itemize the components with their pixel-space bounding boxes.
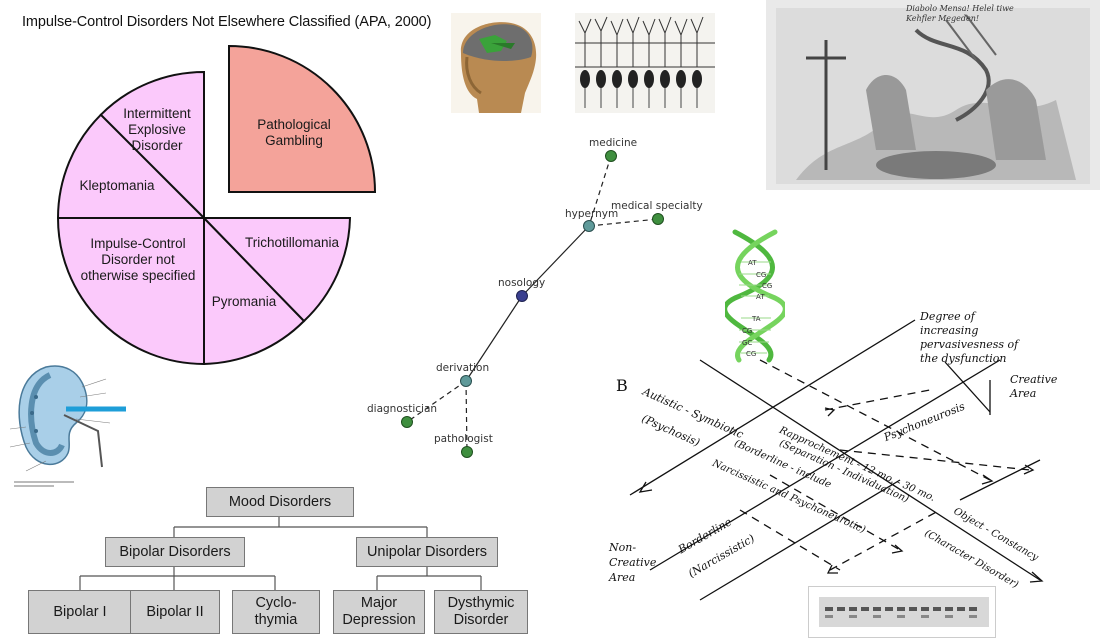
- pie-slice-pathological-gambling: [228, 44, 377, 193]
- gel-electrophoresis-image: [808, 586, 996, 638]
- non-creative-area-label: Non-Creative Area: [609, 541, 657, 584]
- pie-label-trichotillomania: Trichotillomania: [244, 235, 340, 250]
- tree-node-major-depression: Major Depression: [333, 590, 425, 634]
- dna-pair-8: CG: [746, 350, 756, 358]
- label-nosology: nosology: [498, 277, 546, 289]
- tree-node-mood-disorders: Mood Disorders: [206, 487, 354, 517]
- dna-pair-2: CG: [756, 271, 766, 279]
- label-medical-specialty: medical specialty: [611, 200, 703, 212]
- historical-cartoon-image: Diabolo Mensa! Helel tiwe Kehfler Megede…: [766, 0, 1100, 190]
- node-nosology: [516, 290, 528, 302]
- node-medical-specialty: [652, 213, 664, 225]
- tree-node-bipolar-disorders: Bipolar Disorders: [105, 537, 245, 567]
- pie-slice-impulse-control-nos: [56, 217, 205, 366]
- pie-chart-title: Impulse-Control Disorders Not Elsewhere …: [22, 14, 432, 30]
- degree-label: Degree of increasing pervasivesness of t…: [920, 310, 1019, 365]
- pie-slice-kleptomania: [56, 113, 207, 219]
- brain-scan-image: [451, 13, 541, 113]
- pie-label-intermittent-explosive: Intermittent Explosive Disorder: [123, 106, 191, 153]
- label-derivation: derivation: [436, 362, 490, 374]
- neuron-sketch-image: [575, 13, 715, 113]
- ontology-graph: [401, 150, 664, 458]
- label-hypernym: hypernym: [565, 208, 619, 220]
- cartoon-caption: Diabolo Mensa! Helel tiwe Kehfler Megede…: [906, 4, 1014, 23]
- node-derivation: [460, 375, 472, 387]
- label-medicine: medicine: [589, 137, 638, 149]
- mood-tree-connectors: [79, 517, 482, 590]
- pie-label-pyromania: Pyromania: [211, 294, 277, 309]
- tree-node-bipolar-1: Bipolar I: [28, 590, 132, 634]
- dna-pair-4: AT: [756, 293, 765, 301]
- dna-pair-1: AT: [748, 259, 757, 267]
- tree-node-bipolar-2: Bipolar II: [130, 590, 220, 634]
- node-medicine: [605, 150, 617, 162]
- dna-pair-5: TA: [751, 315, 761, 323]
- node-pathologist: [461, 446, 473, 458]
- pie-slice-trichotillomania: [201, 217, 352, 323]
- dna-helix: AT CG CG AT TA CG GC CG: [725, 229, 785, 363]
- creative-area-label: Creative Area: [1010, 373, 1058, 400]
- pervasiveness-diagram-lines: [629, 319, 1044, 601]
- pie-label-pathological-gambling: Pathological Gambling: [257, 117, 331, 148]
- panel-letter: B: [616, 376, 628, 395]
- label-pathologist: pathologist: [434, 433, 493, 445]
- node-hypernym: [583, 220, 595, 232]
- pie-slice-pyromania: [203, 215, 306, 366]
- node-diagnostician: [401, 416, 413, 428]
- label-diagnostician: diagnostician: [367, 403, 438, 415]
- tree-node-cyclothymia: Cyclo-thymia: [232, 590, 320, 634]
- tree-node-dysthymic-disorder: Dysthymic Disorder: [434, 590, 528, 634]
- kidney-anatomy-image: [6, 357, 136, 490]
- pie-label-kleptomania: Kleptomania: [79, 178, 155, 193]
- pie-chart: [56, 44, 377, 366]
- dna-pair-7: GC: [742, 339, 752, 347]
- tree-node-unipolar-disorders: Unipolar Disorders: [356, 537, 498, 567]
- dna-pair-6: CG: [742, 327, 752, 335]
- pie-label-impulse-control-nos: Impulse-Control Disorder not otherwise s…: [80, 236, 196, 283]
- dna-pair-3: CG: [762, 282, 772, 290]
- pie-slice-intermittent-explosive: [99, 70, 205, 221]
